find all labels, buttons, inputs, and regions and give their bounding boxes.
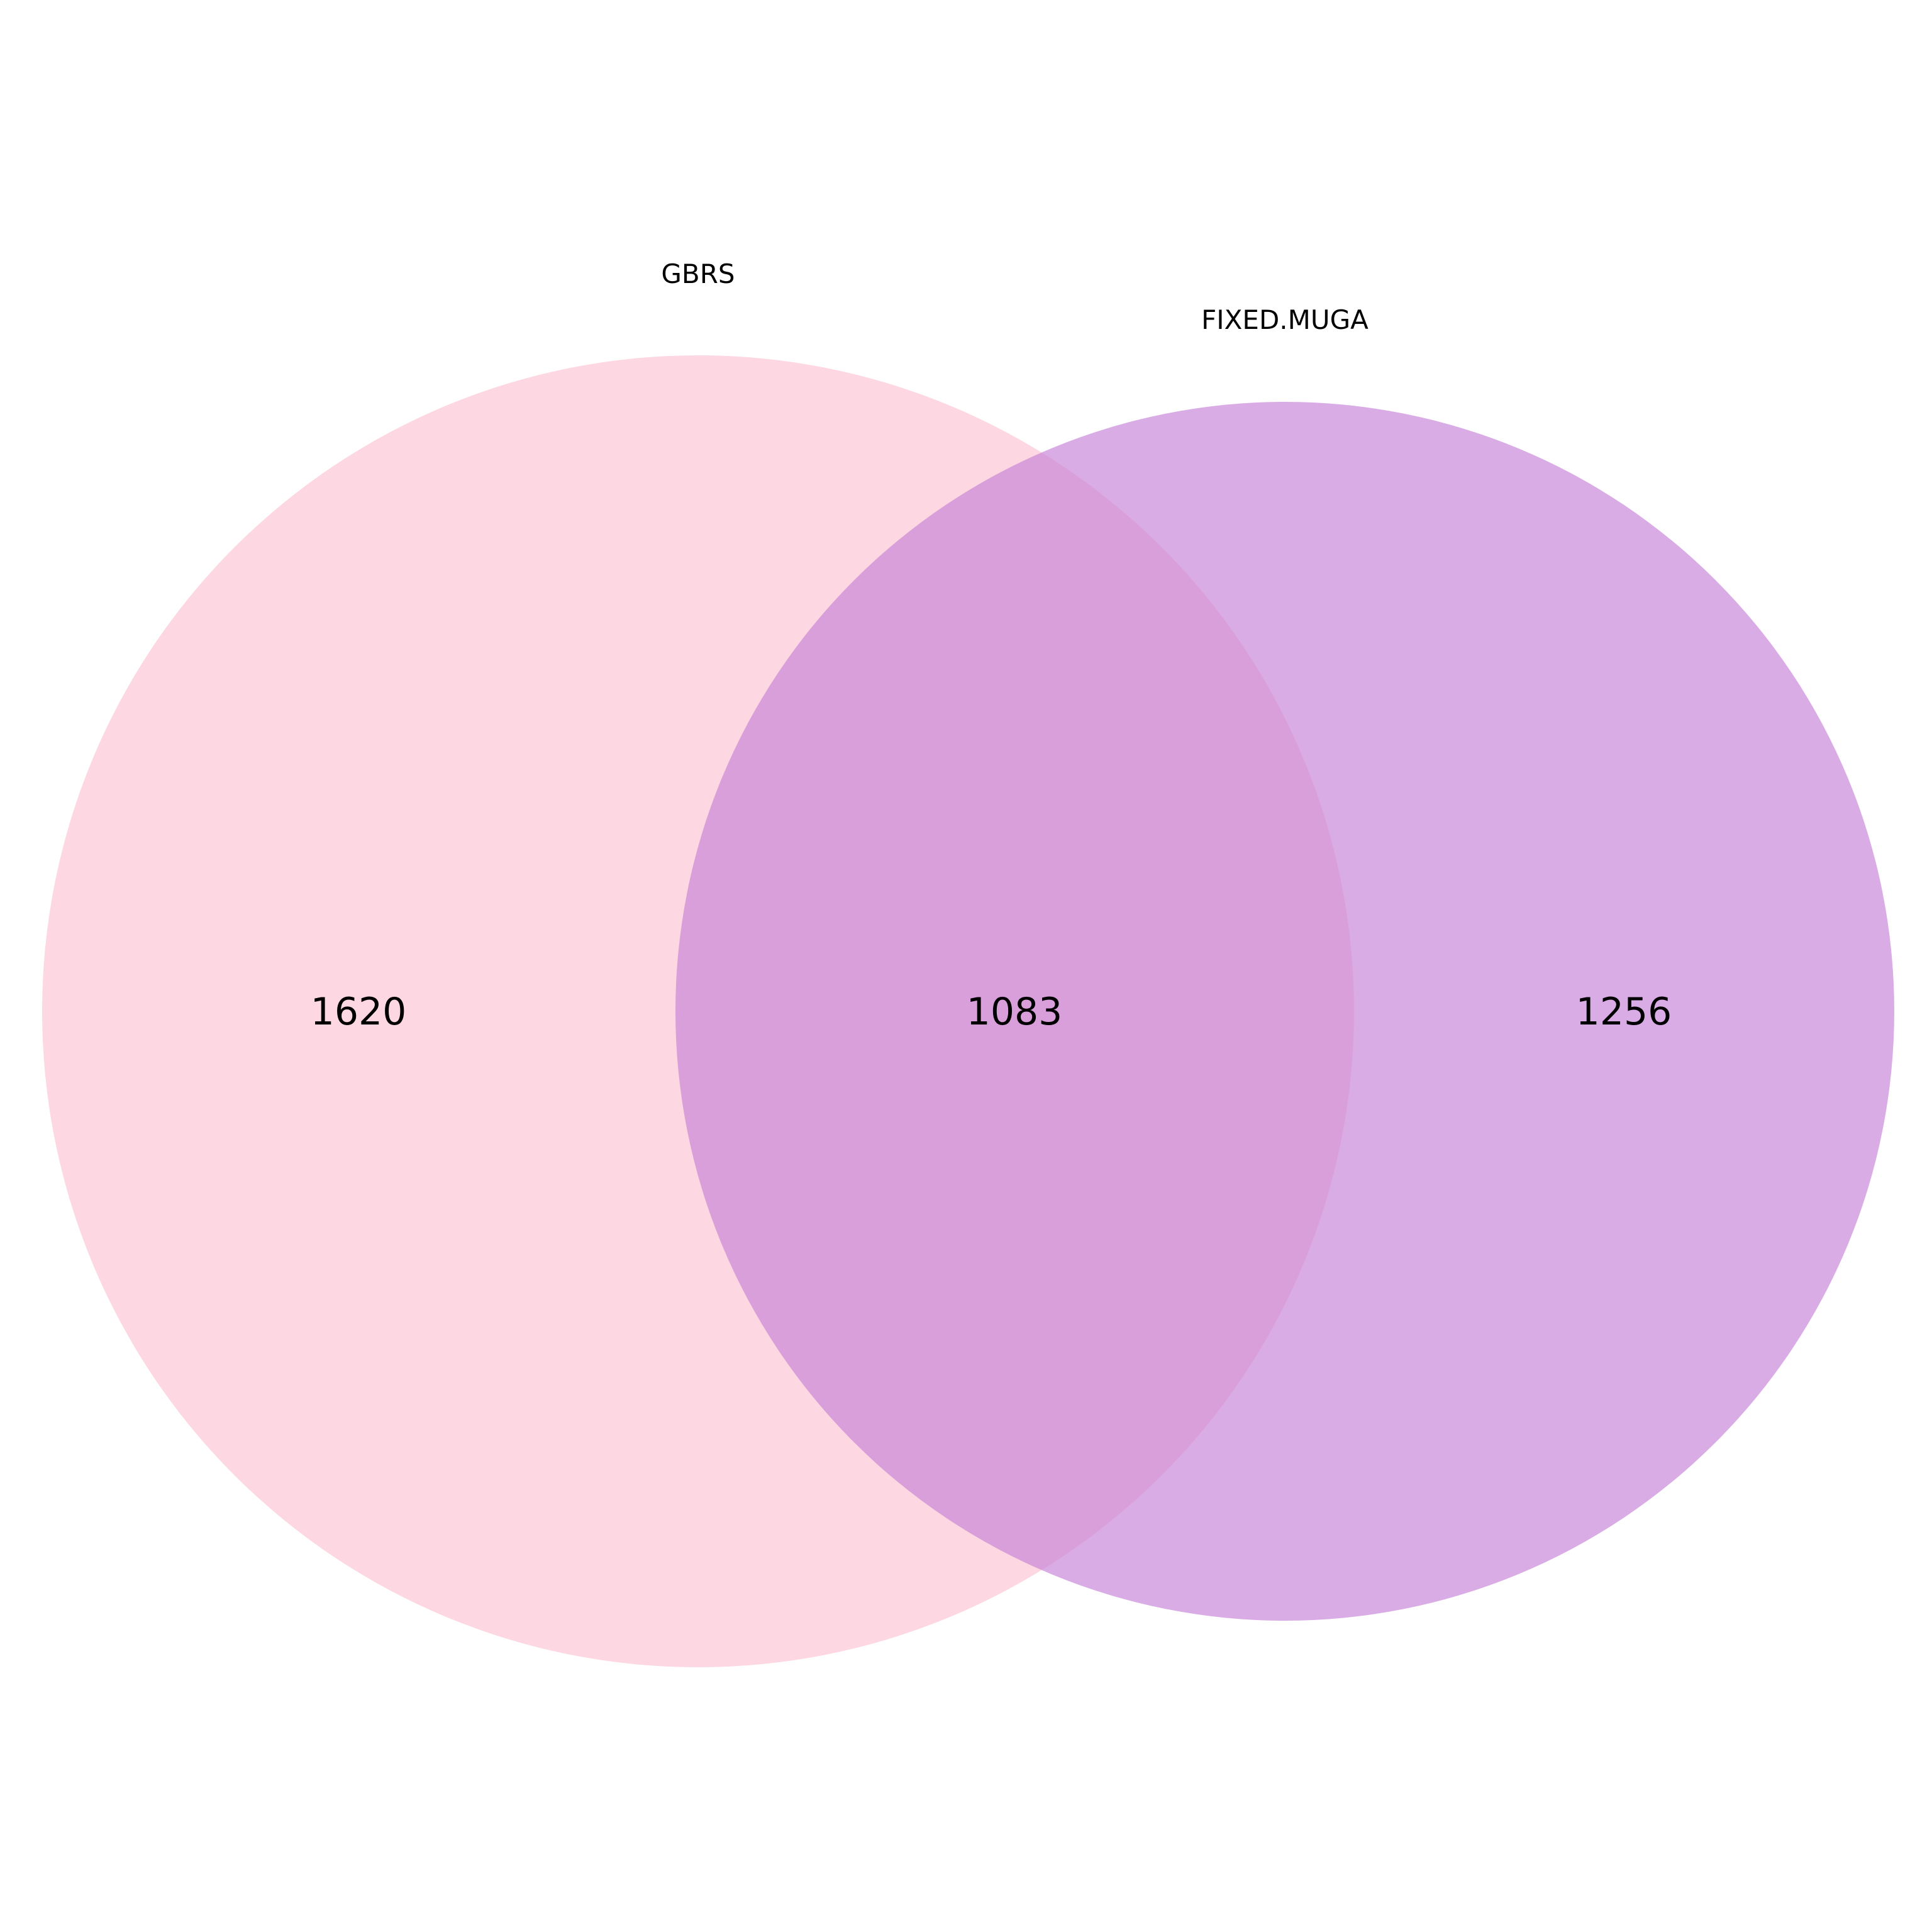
fixed-muga-only-count: 1256	[1576, 990, 1672, 1034]
fixed-muga-set-label: FIXED.MUGA	[1201, 304, 1368, 335]
intersection-count: 1083	[967, 990, 1063, 1034]
fixed-muga-set-circle	[675, 402, 1894, 1621]
gbrs-only-count: 1620	[311, 990, 407, 1034]
gbrs-set-label: GBRS	[661, 258, 735, 289]
